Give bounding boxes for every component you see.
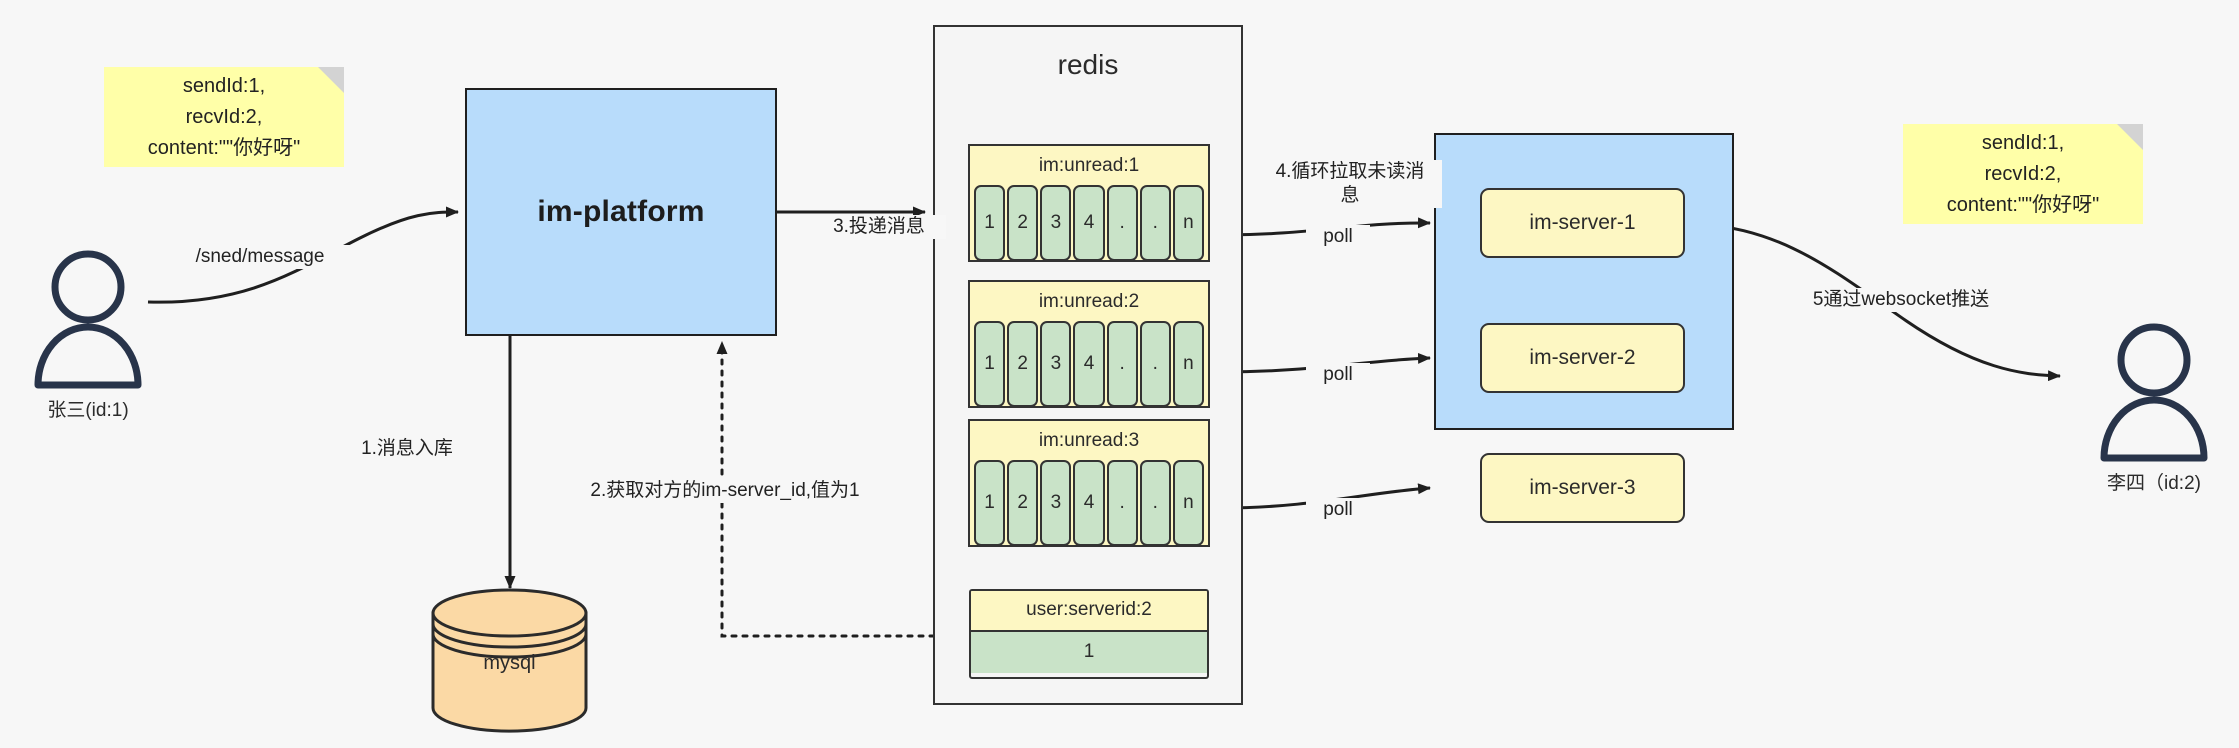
note-fold-corner bbox=[2117, 124, 2143, 150]
edge-label-step2: 2.获取对方的im-server_id,值为1 bbox=[578, 479, 872, 503]
mysql-label: mysql bbox=[483, 652, 536, 674]
message-note-right: sendId:1, recvId:2, content:""你好呀" bbox=[1903, 124, 2143, 224]
redis-title: redis bbox=[1057, 49, 1119, 80]
im-server-2-label: im-server-2 bbox=[1529, 346, 1636, 369]
list-cell[interactable]: . bbox=[1139, 321, 1171, 407]
list-cell[interactable]: 1 bbox=[974, 321, 1006, 407]
edge-label-step1: 1.消息入库 bbox=[320, 437, 494, 461]
redis-list-1-name: im:unread:1 bbox=[1038, 155, 1140, 176]
edge-label-poll-1: poll bbox=[1306, 225, 1370, 249]
list-cell[interactable]: n bbox=[1172, 321, 1204, 407]
list-cell[interactable]: 3 bbox=[1040, 460, 1072, 546]
im-platform-box[interactable]: im-platform bbox=[465, 88, 777, 336]
actor-receiver: 李四（id:2) bbox=[2094, 318, 2214, 498]
list-cell[interactable]: . bbox=[1106, 185, 1138, 261]
list-cell[interactable]: n bbox=[1172, 185, 1204, 261]
im-server-2[interactable]: im-server-2 bbox=[1480, 323, 1685, 393]
im-platform-label: im-platform bbox=[537, 195, 705, 228]
edge-label-step3: 3.投递消息 bbox=[812, 215, 946, 239]
redis-list-im-unread-3[interactable]: im:unread:3 1 2 3 4 . . n bbox=[968, 419, 1210, 547]
note-left-text: sendId:1, recvId:2, content:""你好呀" bbox=[147, 74, 301, 159]
list-cell[interactable]: 1 bbox=[974, 460, 1006, 546]
list-cell[interactable]: 1 bbox=[974, 185, 1006, 261]
redis-list-im-unread-1[interactable]: im:unread:1 1 2 3 4 . . n bbox=[968, 144, 1210, 262]
message-note-left: sendId:1, recvId:2, content:""你好呀" bbox=[104, 67, 344, 167]
redis-list-3-name: im:unread:3 bbox=[1038, 430, 1140, 451]
redis-key-user-serverid-2[interactable]: user:serverid:2 1 bbox=[969, 589, 1209, 679]
edge-label-poll-2: poll bbox=[1306, 363, 1370, 387]
actor-sender-label: 张三(id:1) bbox=[47, 400, 129, 421]
im-server-3[interactable]: im-server-3 bbox=[1480, 453, 1685, 523]
list-cell[interactable]: . bbox=[1139, 185, 1171, 261]
note-right-text: sendId:1, recvId:2, content:""你好呀" bbox=[1946, 131, 2100, 216]
edge-label-send-message: /sned/message bbox=[163, 245, 357, 269]
im-server-1[interactable]: im-server-1 bbox=[1480, 188, 1685, 258]
user-icon bbox=[2100, 323, 2208, 462]
list-cell[interactable]: 2 bbox=[1007, 321, 1039, 407]
note-fold-corner bbox=[318, 67, 344, 93]
list-cell[interactable]: n bbox=[1172, 460, 1204, 546]
edge-label-step4: 4.循环拉取未读消 息 bbox=[1258, 160, 1442, 208]
list-cell[interactable]: . bbox=[1106, 460, 1138, 546]
list-cell[interactable]: 3 bbox=[1040, 185, 1072, 261]
redis-kv-value: 1 bbox=[971, 632, 1207, 673]
list-cell[interactable]: 4 bbox=[1073, 460, 1105, 546]
redis-list-2-name: im:unread:2 bbox=[1038, 291, 1140, 312]
actor-sender: 张三(id:1) bbox=[28, 245, 148, 425]
list-cell[interactable]: . bbox=[1139, 460, 1171, 546]
im-server-1-label: im-server-1 bbox=[1529, 211, 1636, 234]
redis-container: redis im:unread:1 1 2 3 4 . . n im:unrea… bbox=[933, 25, 1243, 705]
mysql-database[interactable]: mysql bbox=[427, 588, 592, 733]
list-cell[interactable]: 3 bbox=[1040, 321, 1072, 407]
redis-list-2-cells: 1 2 3 4 . . n bbox=[970, 321, 1208, 411]
redis-kv-key: user:serverid:2 bbox=[971, 591, 1207, 632]
list-cell[interactable]: . bbox=[1106, 321, 1138, 407]
redis-list-3-cells: 1 2 3 4 . . n bbox=[970, 460, 1208, 550]
redis-list-im-unread-2[interactable]: im:unread:2 1 2 3 4 . . n bbox=[968, 280, 1210, 408]
database-cylinder-icon bbox=[431, 588, 588, 733]
user-icon bbox=[34, 250, 142, 389]
list-cell[interactable]: 2 bbox=[1007, 185, 1039, 261]
list-cell[interactable]: 4 bbox=[1073, 321, 1105, 407]
actor-receiver-label: 李四（id:2) bbox=[2107, 473, 2201, 494]
im-server-3-label: im-server-3 bbox=[1529, 476, 1636, 499]
edge-label-step5: 5通过websocket推送 bbox=[1784, 288, 2018, 312]
edge-label-poll-3: poll bbox=[1306, 498, 1370, 522]
redis-list-1-cells: 1 2 3 4 . . n bbox=[970, 185, 1208, 265]
list-cell[interactable]: 2 bbox=[1007, 460, 1039, 546]
list-cell[interactable]: 4 bbox=[1073, 185, 1105, 261]
